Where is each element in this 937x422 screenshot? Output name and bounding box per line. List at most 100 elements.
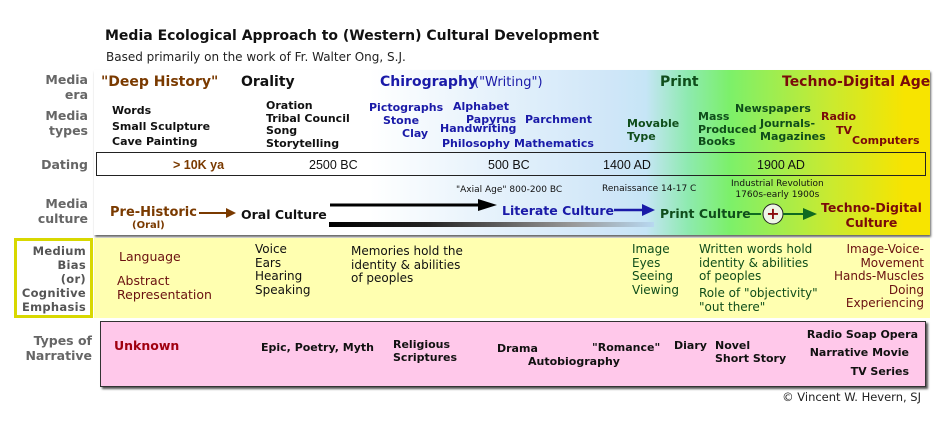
copyright: © Vincent W. Hevern, SJ [782,390,921,404]
label-line: Media [45,196,88,211]
label-line: Image-Voice- [846,242,924,256]
date-500bc: 500 BC [488,158,530,172]
narrative-autobiography: Autobiography [528,355,620,368]
label-media-culture: Media culture [38,196,88,226]
label-line: Narrative [25,348,92,363]
arrow-right-icon [614,204,655,216]
label-line: Seeing [632,269,673,283]
diagram-subtitle: Based primarily on the work of Fr. Walte… [106,50,406,64]
label-line: Emphasis [21,300,86,314]
dating-bar [96,152,926,176]
label-line: Ears [255,255,282,270]
media-type-movable-type: Movable Type [627,117,679,143]
label-line: Techno-Digital [821,200,922,215]
media-type-parchment: Parchment [525,113,592,126]
date-2500bc: 2500 BC [309,158,358,172]
bias-written-words: Written words hold identity & abilities … [699,242,813,284]
media-type-computers: Computers [852,134,920,147]
svg-text:+: + [766,204,779,223]
bias-abstract: Abstract Representation [117,274,212,302]
culture-literate: Literate Culture [502,203,614,218]
label-line: Abstract [117,273,170,288]
narrative-novel: Novel [715,339,751,352]
media-type-clay: Clay [402,127,429,140]
label-line: Image [632,242,670,256]
media-type: Movable [627,117,680,130]
media-type: Books [698,135,736,148]
label-line: "out there" [699,299,766,314]
era-orality: Orality [241,74,295,90]
narrative-movie: Narrative Movie [809,346,909,359]
media-type-pictographs: Pictographs [369,101,444,114]
label-line: Bias [57,258,86,272]
culture-renaissance: Renaissance 14-17 C [602,184,697,194]
culture-prehistoric: Pre-Historic [110,205,197,220]
media-type-newspapers: Newspapers [735,102,811,115]
label-line: era [64,87,88,102]
narrative-drama: Drama [497,342,538,355]
era-techno-digital: Techno-Digital Age [782,74,931,90]
label-line: culture [37,211,88,226]
narrative-short-story: Short Story [715,352,787,365]
label-line: of peoples [699,269,762,283]
label-line: Media [45,72,88,87]
label-line: Cognitive [21,286,86,300]
media-type: Magazines [760,129,826,143]
narrative-tv-series: TV Series [850,365,909,378]
label-line: Viewing [632,282,680,297]
label-line: Written words hold [699,242,813,256]
label-line: Voice [255,242,287,256]
label-line: Hearing [255,269,303,283]
culture-prehistoric-sub: (Oral) [132,220,165,231]
media-type-handwriting: Handwriting [440,122,517,135]
media-type-mass-books: Mass Produced Books [698,110,757,149]
label-line: Religious [393,338,451,351]
label-line: Role of "objectivity" [699,286,818,300]
bias-techno: Image-Voice- Movement Hands-Muscles Doin… [834,242,924,311]
culture-techno-digital: Techno-Digital Culture [821,200,922,230]
label-line: Experiencing [845,296,924,310]
date-10k-ya: > 10K ya [173,158,225,172]
media-type-stone: Stone [383,114,420,127]
label-line: Scriptures [393,350,458,364]
label-line: (or) [60,272,86,286]
label-line: Media [45,108,88,123]
media-type: Small Sculpture [112,119,211,133]
bias-objectivity: Role of "objectivity" "out there" [699,286,818,314]
label-line: 1760s-early 1900s [735,190,820,200]
label-line: Doing [888,282,924,297]
media-type-radio: Radio [821,110,857,123]
label-line: Industrial Revolution [731,179,824,189]
bias-language: Language [119,249,181,264]
media-type-journals: Journals- Magazines [760,117,826,143]
label-types-of-narrative: Types of Narrative [25,333,92,363]
media-type: Type [627,130,656,143]
media-type: Words [112,104,152,117]
media-type-alphabet: Alphabet [453,100,510,113]
media-type: Tribal Council [266,111,350,125]
media-type: Cave Painting [112,135,198,148]
label-line: Eyes [632,255,661,270]
era-print: Print [660,74,699,90]
narrative-religious: Religious Scriptures [393,338,458,364]
narrative-unknown: Unknown [114,338,180,353]
narrative-epic: Epic, Poetry, Myth [261,341,374,354]
media-type: Journals- [760,117,816,130]
arrow-right-icon [199,208,236,218]
media-types-deep: Words Small Sculpture Cave Painting [112,103,210,150]
bias-panel [94,238,930,318]
media-type: Oration [266,99,313,112]
label-line: Hands-Muscles [834,269,924,283]
label-line: Culture [845,215,898,230]
media-type: Produced [698,122,757,136]
timeline-bar [329,222,654,227]
culture-print: Print Culture [660,206,751,221]
media-types-oral: Oration Tribal Council Song Storytelling [266,99,350,150]
era-deep-history: "Deep History" [101,74,219,90]
narrative-radio-soap: Radio Soap Opera [806,328,918,341]
media-type: Song [266,124,298,137]
media-type: Mass [698,110,730,123]
label-line: identity & abilities [351,257,461,272]
era-chirography: Chirography [380,74,478,90]
culture-axial-age: "Axial Age" 800-200 BC [456,185,563,195]
